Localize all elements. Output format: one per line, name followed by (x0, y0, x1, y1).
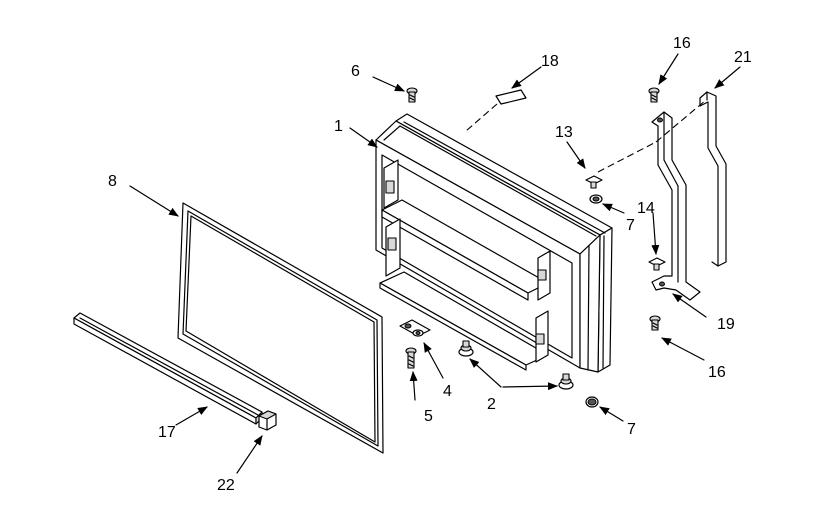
spacers (399, 194, 603, 408)
callout-2: 2 (487, 396, 496, 413)
foot-left (458, 340, 474, 357)
screw-bottom (405, 347, 417, 369)
callout-5: 5 (424, 408, 433, 425)
callout-7-lower: 7 (627, 421, 636, 438)
callouts: 1 2 4 5 6 7 7 8 13 14 16 16 17 18 19 21 … (108, 35, 752, 494)
screw-top-left (406, 87, 418, 103)
closer-rod (699, 91, 727, 267)
bottom-trim (73, 312, 263, 425)
callout-18: 18 (541, 53, 559, 70)
callout-8: 8 (108, 173, 117, 190)
spacer-upper (589, 194, 603, 204)
door-panel (375, 113, 613, 373)
hinge-bracket (651, 111, 701, 301)
callout-7-upper: 7 (626, 217, 635, 234)
trim-label (465, 89, 527, 132)
callout-21: 21 (734, 49, 752, 66)
door-gasket (177, 202, 384, 454)
callout-13: 13 (555, 124, 573, 141)
trim-end-cap (258, 410, 277, 431)
screw-hinge-upper (648, 87, 660, 103)
callout-4: 4 (443, 383, 452, 400)
screws (405, 87, 661, 369)
leader-lines (129, 53, 741, 474)
hinge-pin-upper (585, 175, 603, 189)
screw-hinge-lower (649, 315, 661, 331)
callout-6: 6 (351, 63, 360, 80)
callout-16-lower: 16 (708, 364, 726, 381)
spacer-lower (585, 396, 599, 408)
hinge-pin-lower (648, 257, 666, 271)
callout-19: 19 (717, 316, 735, 333)
callout-14: 14 (637, 200, 655, 217)
callout-22: 22 (217, 477, 235, 494)
foot-right (558, 373, 574, 390)
callout-16-upper: 16 (673, 35, 691, 52)
callout-17: 17 (158, 424, 176, 441)
leveling-feet (458, 340, 574, 390)
bottom-hinge-plate (399, 319, 431, 337)
callout-1: 1 (334, 118, 343, 135)
